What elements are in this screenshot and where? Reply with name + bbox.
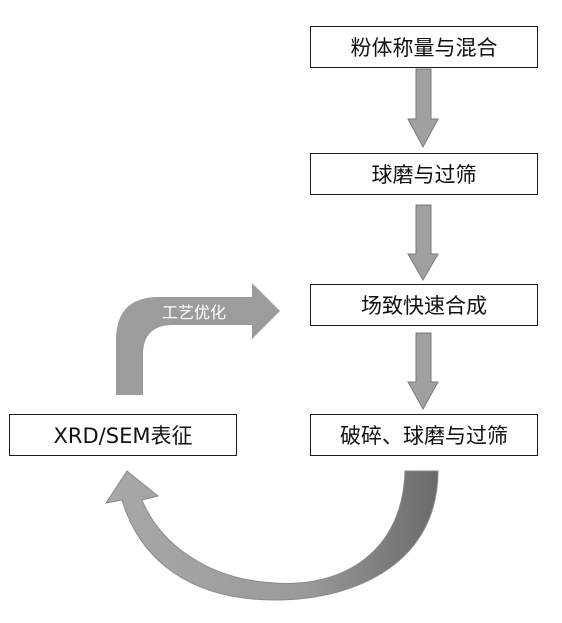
step-powder-weighing-mixing: 粉体称量与混合 bbox=[310, 26, 538, 68]
optimization-bent-arrow bbox=[116, 283, 280, 395]
step-field-assisted-synthesis: 场致快速合成 bbox=[310, 284, 538, 326]
step-label: 场致快速合成 bbox=[361, 294, 487, 318]
optimization-label: 工艺优化 bbox=[162, 303, 227, 322]
step-label: 球磨与过筛 bbox=[371, 163, 477, 187]
return-curve-arrow bbox=[104, 470, 439, 601]
step-xrd-sem-characterization: XRD/SEM表征 bbox=[9, 414, 237, 456]
down-arrow-2 bbox=[407, 204, 439, 282]
down-arrow-3 bbox=[407, 332, 439, 411]
step-label: 粉体称量与混合 bbox=[350, 36, 498, 60]
step-crushing-milling-sieving: 破碎、球磨与过筛 bbox=[310, 414, 538, 456]
down-arrow-1 bbox=[407, 68, 439, 149]
step-label: 破碎、球磨与过筛 bbox=[340, 424, 508, 448]
step-ball-milling-sieving: 球磨与过筛 bbox=[310, 153, 538, 195]
step-label: XRD/SEM表征 bbox=[53, 424, 193, 448]
